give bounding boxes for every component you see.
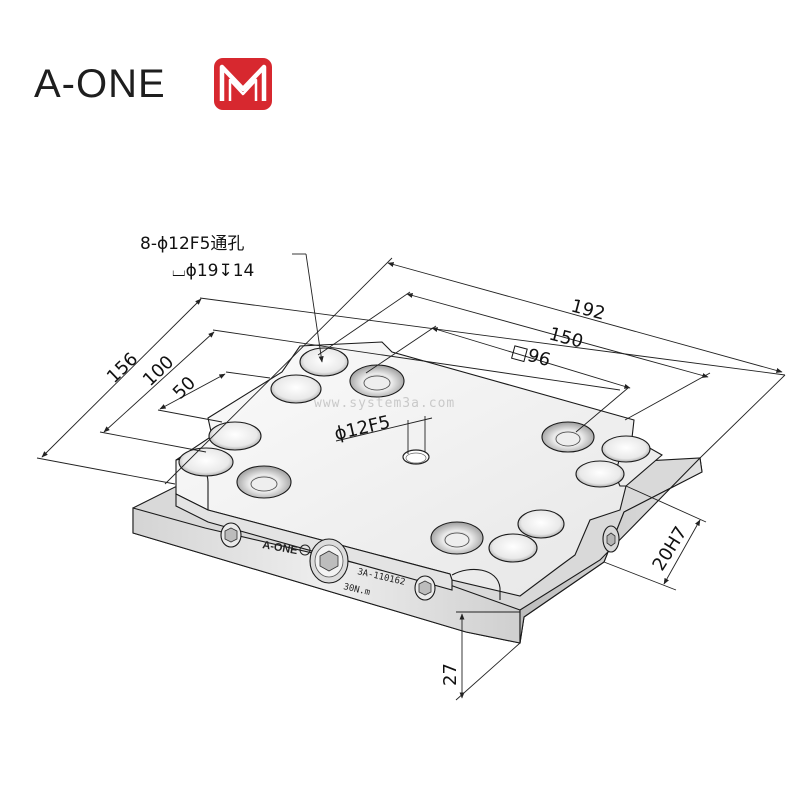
- locating-slot-front: [451, 568, 501, 600]
- side-screw: [602, 525, 620, 553]
- side-screw: [414, 575, 436, 601]
- through-hole: [575, 460, 625, 488]
- plate-right-face: [519, 456, 703, 644]
- through-hole: [488, 533, 538, 563]
- dim-height-27: 27: [440, 663, 461, 686]
- counterbore-hole: [541, 421, 595, 453]
- center-hole: [402, 449, 430, 465]
- dim-156: 156: [103, 349, 142, 388]
- dim-96: □96: [509, 341, 553, 372]
- through-hole: [517, 509, 565, 539]
- brand-logo: A-ONE: [34, 58, 272, 110]
- counterbore-hole: [236, 465, 292, 499]
- through-hole: [601, 435, 651, 463]
- hole-note-line2: ⌴ϕ19↧14: [172, 261, 254, 281]
- engraved-logo-icon: [299, 544, 311, 556]
- brand-name: A-ONE: [34, 62, 166, 106]
- through-hole: [299, 347, 349, 377]
- side-screw: [309, 538, 349, 584]
- side-screw: [220, 522, 242, 548]
- dim-slot-20h7: 20H7: [648, 523, 691, 575]
- dim-50: 50: [169, 373, 200, 404]
- dim-192: 192: [569, 296, 608, 325]
- pallet-plate: A-ONE 3A-110162 30N.m: [132, 341, 703, 644]
- through-hole: [208, 421, 262, 451]
- counterbore-hole: [430, 521, 484, 555]
- dimension-lines: [36, 253, 786, 701]
- watermark: www.system3a.com: [314, 396, 455, 411]
- through-hole: [270, 374, 322, 404]
- hole-callout: 8-ϕ12F5通孔 ⌴ϕ19↧14: [140, 234, 254, 281]
- counterbore-hole: [349, 364, 405, 398]
- hole-note-line1: 8-ϕ12F5通孔: [140, 234, 244, 254]
- dim-150: 150: [547, 324, 586, 353]
- m-logo-icon: [214, 58, 272, 110]
- plate-top-lip: [175, 493, 453, 591]
